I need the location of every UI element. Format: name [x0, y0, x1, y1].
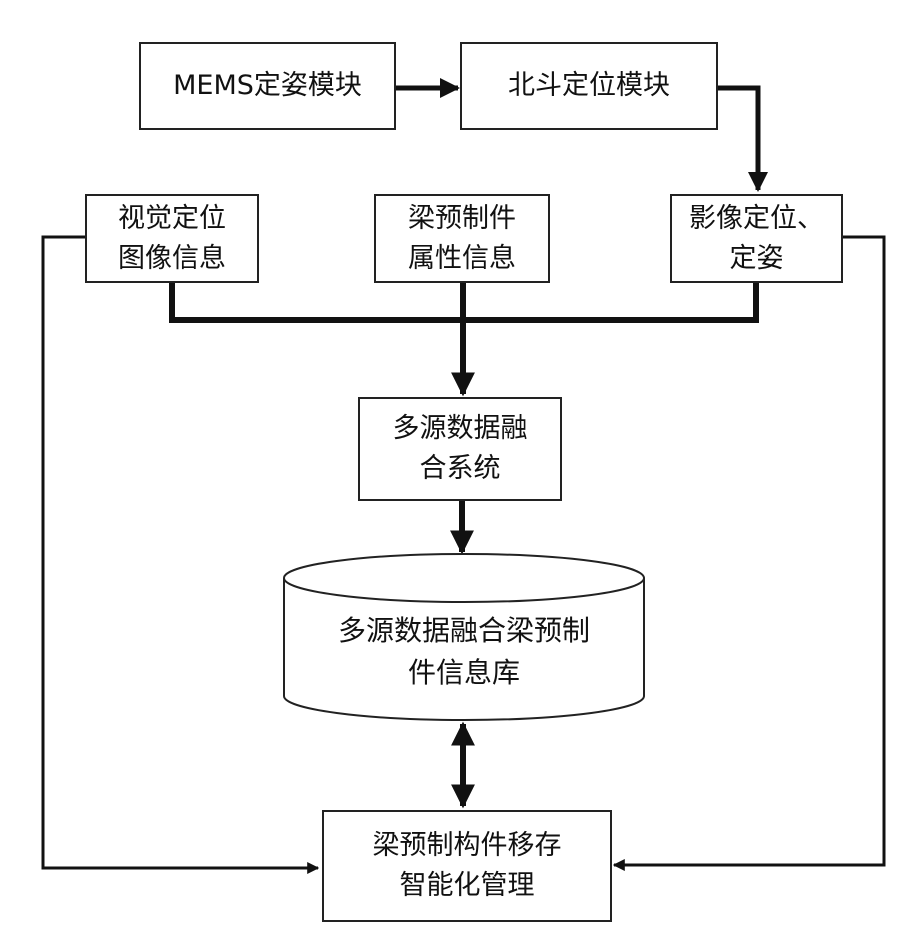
image-positioning-pose: 影像定位、 定姿 — [670, 194, 843, 283]
beam-attr-label-line-1: 梁预制件 — [408, 199, 516, 239]
database-label-line-2: 件信息库 — [284, 652, 644, 694]
image-pose-label-line-2: 定姿 — [730, 239, 784, 279]
mems-label: MEMS定姿模块 — [173, 66, 362, 106]
arrow-beidou-to-image-pose — [718, 88, 758, 190]
visual-positioning-image-info: 视觉定位 图像信息 — [85, 194, 259, 283]
mems-attitude-module: MEMS定姿模块 — [139, 42, 396, 130]
beam-attr-label-line-2: 属性信息 — [408, 239, 516, 279]
image-pose-label-line-1: 影像定位、 — [689, 199, 824, 239]
visual-label-line-2: 图像信息 — [118, 239, 226, 279]
database-label-line-1: 多源数据融合梁预制 — [284, 610, 644, 652]
beam-component-storage-management: 梁预制构件移存 智能化管理 — [322, 810, 612, 922]
fusion-label-line-1: 多源数据融 — [393, 409, 528, 449]
beidou-label: 北斗定位模块 — [508, 66, 670, 106]
fusion-label-line-2: 合系统 — [420, 449, 501, 489]
management-label-line-2: 智能化管理 — [400, 866, 535, 906]
arrow-image-pose-to-management — [614, 237, 884, 865]
beam-prefab-attribute-info: 梁预制件 属性信息 — [374, 194, 550, 283]
multi-source-fusion-system: 多源数据融 合系统 — [358, 397, 562, 501]
management-label-line-1: 梁预制构件移存 — [373, 826, 562, 866]
visual-label-line-1: 视觉定位 — [118, 199, 226, 239]
beam-prefab-info-database: 多源数据融合梁预制 件信息库 — [284, 610, 644, 694]
beidou-positioning-module: 北斗定位模块 — [460, 42, 718, 130]
arrow-visual-to-management — [43, 237, 318, 868]
